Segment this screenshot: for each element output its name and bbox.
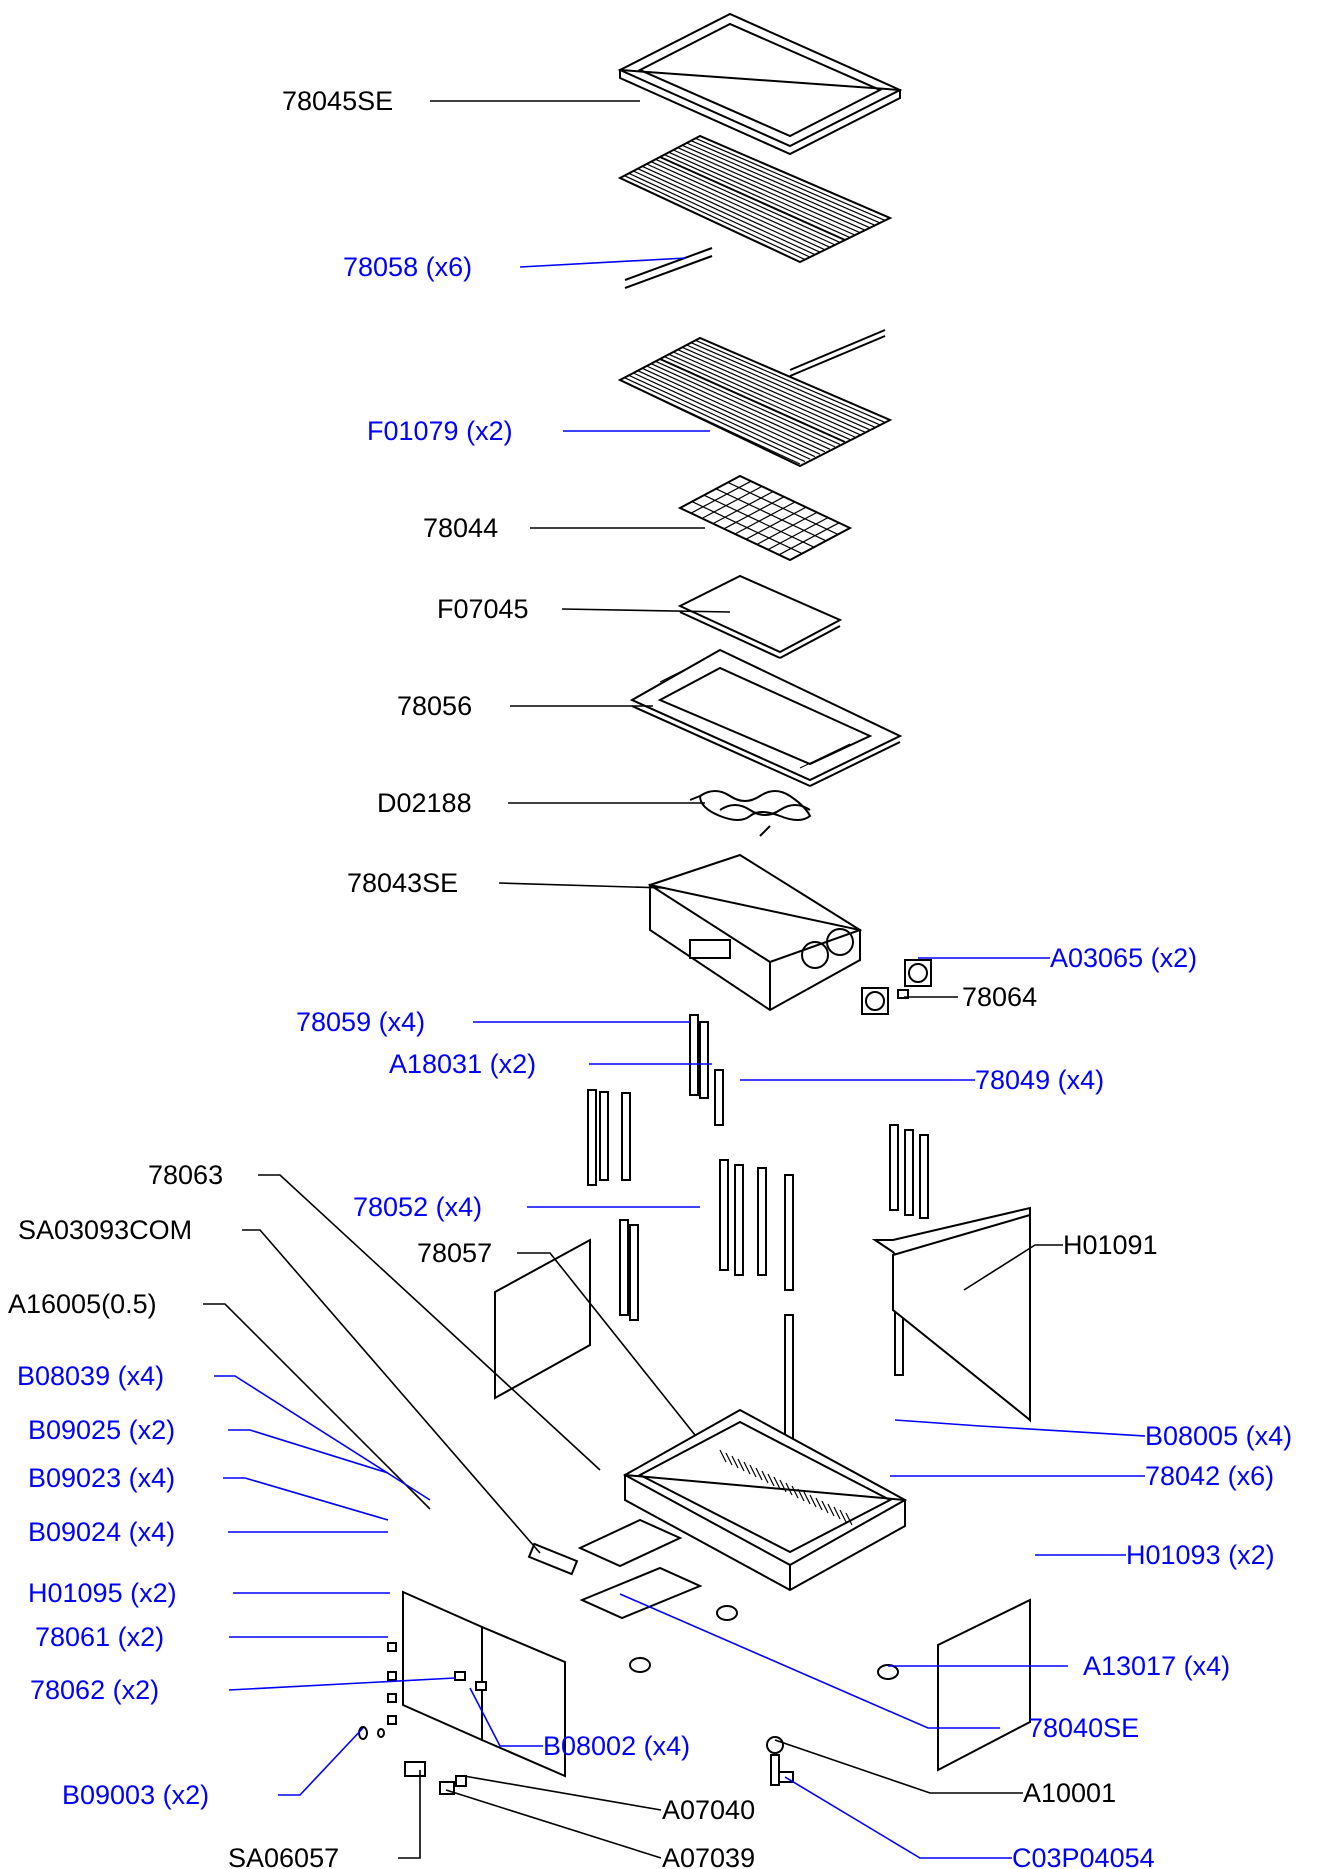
part-label-a16005: A16005(0.5) [8,1289,157,1319]
part-78044-grid [677,474,853,562]
part-label-78045se: 78045SE [282,86,393,116]
part-label-a18031: A18031 (x2) [389,1049,536,1079]
part-label-f01079: F01079 (x2) [367,416,513,446]
part-label-78063: 78063 [148,1160,223,1190]
part-label-78052: 78052 (x4) [353,1192,482,1222]
part-label-78056: 78056 [397,691,472,721]
leader-line [498,882,666,889]
part-label-b09023: B09023 (x4) [28,1463,175,1493]
part-label-a07039: A07039 [662,1843,755,1869]
part-label-f07045: F07045 [437,594,529,624]
part-F01079-rack [617,329,893,468]
part-label-a10001: A10001 [1023,1778,1116,1808]
leader-line [258,1174,601,1471]
part-label-78057: 78057 [417,1238,492,1268]
leader-line [517,1252,696,1436]
part-78063-plate [577,1518,683,1568]
part-small-components [358,1726,467,1795]
part-label-h01091: H01091 [1063,1230,1158,1260]
part-label-b08005: B08005 (x4) [1145,1421,1292,1451]
part-label-d02188: D02188 [377,788,472,818]
part-label-a07040: A07040 [662,1795,755,1825]
leader-line [242,1229,541,1554]
leader-line [223,1477,389,1521]
part-D02188-heater [689,790,812,837]
part-label-78040se: 78040SE [1028,1713,1139,1743]
leader-line [963,1244,1063,1291]
part-label-h01095: H01095 (x2) [28,1578,177,1608]
leader-line [519,257,687,268]
leader-line [774,1739,1023,1794]
part-label-78042: 78042 (x6) [1145,1461,1274,1491]
part-78058-rack [617,134,893,289]
part-H01091-panel-face [892,1213,1031,1423]
part-label-78061: 78061 (x2) [35,1622,164,1652]
part-label-c03p04054: C03P04054 [1012,1843,1155,1869]
leader-line [469,1687,543,1747]
part-F07045-plate [677,574,843,659]
leader-lines [203,100,1146,1859]
part-78057-base [622,1408,908,1592]
part-label-78043se: 78043SE [347,868,458,898]
leader-line [619,1593,1000,1729]
part-left-side-panel [494,1238,591,1400]
part-label-78064: 78064 [962,982,1037,1012]
part-label-sa06057: SA06057 [228,1843,339,1869]
part-label-h01093: H01093 (x2) [1126,1540,1275,1570]
leader-line [278,1727,364,1796]
part-H01095-front-panel [402,1590,566,1778]
leader-line [784,1776,1012,1859]
part-fasteners [387,1642,487,1725]
part-label-78059: 78059 (x4) [296,1007,425,1037]
part-78064-bracket [897,989,909,999]
part-label-a03065: A03065 (x2) [1050,943,1197,973]
leader-line [894,1419,1146,1437]
part-A13017-feet [629,1605,899,1680]
part-label-b08039: B08039 (x4) [17,1361,164,1391]
part-label-78058: 78058 (x6) [343,252,472,282]
part-78045SE-top-frame [617,12,903,156]
leader-line [463,1775,662,1811]
leader-line [228,1429,389,1474]
part-78043SE-tray [647,853,863,1012]
part-label-78044: 78044 [423,513,498,543]
part-label-b08002: B08002 (x4) [543,1731,690,1761]
leader-line [445,1789,662,1859]
part-label-b09024: B09024 (x4) [28,1517,175,1547]
leader-line [228,1677,456,1691]
leader-line [561,608,731,613]
part-label-78049: 78049 (x4) [975,1065,1104,1095]
part-label-a13017: A13017 (x4) [1083,1651,1230,1681]
leader-line [398,1770,421,1859]
part-A03065-fans [861,959,932,1015]
part-78056-frame [629,648,903,787]
part-label-78062: 78062 (x2) [30,1675,159,1705]
part-label-b09003: B09003 (x2) [62,1780,209,1810]
part-SA03093COM [527,1542,579,1576]
part-label-sa03093com: SA03093COM [18,1215,192,1245]
part-H01093-panel [937,1598,1031,1772]
part-78040SE-bracket [579,1566,703,1620]
leader-line [214,1375,431,1501]
leader-line [203,1303,431,1510]
part-label-b09025: B09025 (x2) [28,1415,175,1445]
